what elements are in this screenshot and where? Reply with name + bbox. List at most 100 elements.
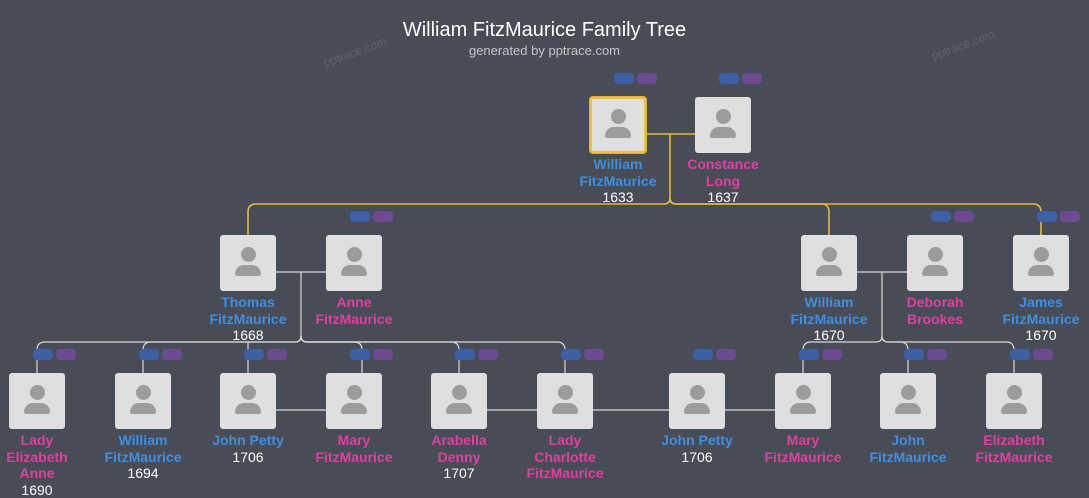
person-birth-year: 1694 xyxy=(127,465,159,481)
person-card[interactable] xyxy=(695,97,751,153)
expand-father-button[interactable] xyxy=(799,349,819,360)
expand-mother-button[interactable] xyxy=(373,349,393,360)
expand-father-button[interactable] xyxy=(350,211,370,222)
expand-father-button[interactable] xyxy=(1037,211,1057,222)
person-card[interactable] xyxy=(880,373,936,429)
person-card[interactable] xyxy=(907,235,963,291)
person-birth-year: 1690 xyxy=(21,481,53,498)
page-title: William FitzMaurice Family Tree xyxy=(402,19,687,41)
expand-father-button[interactable] xyxy=(561,349,581,360)
avatar-icon xyxy=(795,385,811,400)
person-card[interactable] xyxy=(115,373,171,429)
expand-mother-button[interactable] xyxy=(927,349,947,360)
person-name-line: FitzMaurice xyxy=(104,448,182,465)
person-card[interactable] xyxy=(1013,235,1069,291)
expand-mother-button[interactable] xyxy=(822,349,842,360)
expand-controls[interactable] xyxy=(455,349,498,360)
expand-controls[interactable] xyxy=(139,349,182,360)
expand-controls[interactable] xyxy=(350,349,393,360)
expand-mother-button[interactable] xyxy=(584,349,604,360)
expand-mother-button[interactable] xyxy=(954,211,974,222)
expand-father-button[interactable] xyxy=(33,349,53,360)
expand-controls[interactable] xyxy=(244,349,287,360)
expand-controls[interactable] xyxy=(904,349,947,360)
person-name-line: William xyxy=(593,156,643,172)
expand-father-button[interactable] xyxy=(693,349,713,360)
person-birth-year: 1706 xyxy=(681,448,713,465)
expand-controls[interactable] xyxy=(1037,211,1080,222)
person-birth-year: 1670 xyxy=(813,327,845,343)
expand-controls[interactable] xyxy=(693,349,736,360)
person-name-line: FitzMaurice xyxy=(209,310,287,327)
person-card[interactable] xyxy=(537,373,593,429)
expand-controls[interactable] xyxy=(614,73,657,84)
person-name-line: Anne xyxy=(336,294,372,310)
person-name-line: FitzMaurice xyxy=(579,172,657,189)
person-card[interactable] xyxy=(669,373,725,429)
expand-mother-button[interactable] xyxy=(56,349,76,360)
avatar-icon xyxy=(557,385,573,400)
expand-mother-button[interactable] xyxy=(716,349,736,360)
person-name-line: Denny xyxy=(437,448,481,465)
person-card[interactable] xyxy=(590,97,646,153)
expand-controls[interactable] xyxy=(561,349,604,360)
expand-mother-button[interactable] xyxy=(478,349,498,360)
expand-controls[interactable] xyxy=(931,211,974,222)
expand-father-button[interactable] xyxy=(931,211,951,222)
expand-father-button[interactable] xyxy=(350,349,370,360)
expand-mother-button[interactable] xyxy=(1033,349,1053,360)
expand-controls[interactable] xyxy=(33,349,76,360)
expand-controls[interactable] xyxy=(719,73,762,84)
person-name-line: FitzMaurice xyxy=(315,310,393,327)
person-card[interactable] xyxy=(775,373,831,429)
person-card[interactable] xyxy=(9,373,65,429)
person-card[interactable] xyxy=(220,373,276,429)
avatar-icon xyxy=(1001,403,1027,414)
expand-father-button[interactable] xyxy=(904,349,924,360)
expand-mother-button[interactable] xyxy=(267,349,287,360)
expand-mother-button[interactable] xyxy=(1060,211,1080,222)
expand-father-button[interactable] xyxy=(139,349,159,360)
expand-mother-button[interactable] xyxy=(162,349,182,360)
expand-mother-button[interactable] xyxy=(373,211,393,222)
expand-controls[interactable] xyxy=(799,349,842,360)
expand-mother-button[interactable] xyxy=(742,73,762,84)
expand-father-button[interactable] xyxy=(455,349,475,360)
expand-controls[interactable] xyxy=(350,211,393,222)
expand-father-button[interactable] xyxy=(244,349,264,360)
expand-father-button[interactable] xyxy=(719,73,739,84)
person-name-line: FitzMaurice xyxy=(764,448,842,465)
expand-controls[interactable] xyxy=(1010,349,1053,360)
expand-father-button[interactable] xyxy=(1010,349,1030,360)
person-card[interactable] xyxy=(986,373,1042,429)
person-card[interactable] xyxy=(326,235,382,291)
expand-father-button[interactable] xyxy=(614,73,634,84)
avatar-icon xyxy=(446,403,472,414)
person-card[interactable] xyxy=(326,373,382,429)
person-name-line: FitzMaurice xyxy=(1002,310,1080,327)
avatar-icon xyxy=(1028,265,1054,276)
expand-mother-button[interactable] xyxy=(637,73,657,84)
person-card[interactable] xyxy=(801,235,857,291)
person-card[interactable] xyxy=(220,235,276,291)
person-card[interactable] xyxy=(431,373,487,429)
person-name-line: Charlotte xyxy=(534,448,596,465)
